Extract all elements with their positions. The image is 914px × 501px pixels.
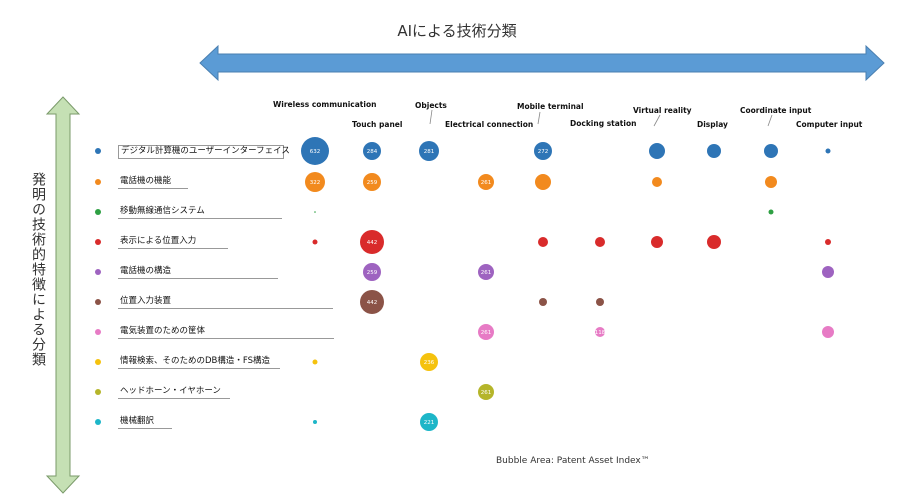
bubble-r6-c5 bbox=[595, 327, 605, 337]
bubble-r4-c9 bbox=[822, 266, 834, 278]
bubble-value-r7-c2: 236 bbox=[424, 360, 435, 366]
row-marker-8 bbox=[95, 389, 101, 395]
bubble-r0-c4 bbox=[534, 142, 552, 160]
bubble-r5-c1 bbox=[360, 290, 384, 314]
bubble-value-r1-c1: 259 bbox=[367, 180, 378, 186]
bubble-r1-c1 bbox=[363, 173, 381, 191]
column-label-2: Objects bbox=[415, 101, 447, 110]
bubble-r6-c9 bbox=[822, 326, 834, 338]
bubble-r1-c4 bbox=[535, 174, 551, 190]
bubble-r1-c6 bbox=[652, 177, 662, 187]
column-label-4: Mobile terminal bbox=[517, 102, 584, 111]
leader-line-0 bbox=[429, 109, 433, 125]
side-axis-title: 発明の技術的特徴による分類 bbox=[30, 172, 46, 367]
bubble-value-r4-c1: 259 bbox=[367, 270, 378, 276]
bubble-r9-c0 bbox=[313, 420, 317, 424]
row-marker-5 bbox=[95, 299, 101, 305]
column-label-3: Electrical connection bbox=[445, 120, 534, 129]
bubble-r3-c6 bbox=[651, 236, 663, 248]
bubble-value-r6-c3: 261 bbox=[481, 330, 492, 336]
row-label-6: 電気装置のための筐体 bbox=[118, 326, 334, 339]
row-marker-1 bbox=[95, 179, 101, 185]
bubble-r0-c8 bbox=[764, 144, 778, 158]
row-label-0: デジタル計算機のユーザーインターフェイス bbox=[118, 145, 290, 159]
row-marker-3 bbox=[95, 239, 101, 245]
bubble-value-r1-c0: 322 bbox=[310, 180, 321, 186]
bubble-r1-c0 bbox=[305, 172, 325, 192]
top-axis-title: AIによる技術分類 bbox=[397, 22, 517, 40]
horizontal-double-arrow bbox=[199, 44, 885, 82]
bubble-value-r0-c1: 284 bbox=[367, 149, 378, 155]
bubble-r0-c2 bbox=[419, 141, 439, 161]
bubble-r4-c3 bbox=[478, 264, 494, 280]
bubble-r0-c7 bbox=[707, 144, 721, 158]
bubble-value-r0-c2: 281 bbox=[424, 149, 435, 155]
bubble-r5-c5 bbox=[596, 298, 604, 306]
leader-line-1 bbox=[537, 111, 541, 125]
bubble-r0-c1 bbox=[363, 142, 381, 160]
bubble-r3-c5 bbox=[595, 237, 605, 247]
row-label-2: 移動無線通信システム bbox=[118, 206, 282, 219]
bubble-value-r1-c3: 261 bbox=[481, 180, 492, 186]
bubble-value-r6-c5: 118 bbox=[595, 330, 606, 336]
bubble-r7-c2 bbox=[420, 353, 438, 371]
row-marker-0 bbox=[95, 148, 101, 154]
column-label-6: Virtual reality bbox=[633, 106, 692, 115]
column-label-7: Display bbox=[697, 120, 728, 129]
bubble-r6-c3 bbox=[478, 324, 494, 340]
row-label-1: 電話機の機能 bbox=[118, 176, 188, 189]
leader-line-3 bbox=[767, 114, 773, 127]
bubble-value-r8-c3: 261 bbox=[481, 390, 492, 396]
bubble-value-r5-c1: 442 bbox=[367, 300, 378, 306]
bubble-r7-c0 bbox=[312, 359, 318, 365]
row-marker-2 bbox=[95, 209, 101, 215]
vertical-double-arrow bbox=[45, 96, 81, 494]
bubble-value-r4-c3: 261 bbox=[481, 270, 492, 276]
row-label-3: 表示による位置入力 bbox=[118, 236, 228, 249]
bubble-r3-c1 bbox=[360, 230, 384, 254]
row-label-4: 電話機の構造 bbox=[118, 266, 278, 279]
bubble-value-r0-c4: 272 bbox=[538, 149, 549, 155]
column-label-8: Coordinate input bbox=[740, 106, 812, 115]
row-label-8: ヘッドホーン・イヤホーン bbox=[118, 386, 230, 399]
bubble-r1-c3 bbox=[478, 174, 494, 190]
row-marker-7 bbox=[95, 359, 101, 365]
bubble-r0-c9 bbox=[825, 148, 831, 154]
column-label-0: Wireless communication bbox=[273, 100, 377, 109]
bubble-r5-c4 bbox=[539, 298, 547, 306]
bubble-r3-c4 bbox=[538, 237, 548, 247]
row-label-7: 情報検索、そのためのDB構造・FS構造 bbox=[118, 356, 280, 369]
bubble-value-r3-c1: 442 bbox=[367, 240, 378, 246]
bubble-area-footnote: Bubble Area: Patent Asset Index™ bbox=[496, 456, 650, 466]
leader-line-2 bbox=[653, 114, 661, 127]
row-marker-6 bbox=[95, 329, 101, 335]
row-marker-4 bbox=[95, 269, 101, 275]
bubble-value-r0-c0: 632 bbox=[310, 149, 321, 155]
bubble-r3-c0 bbox=[312, 239, 318, 245]
bubble-r4-c1 bbox=[363, 263, 381, 281]
bubble-r8-c3 bbox=[478, 384, 494, 400]
bubble-r2-c8 bbox=[768, 209, 774, 215]
bubble-r3-c9 bbox=[825, 239, 831, 245]
bubble-r1-c8 bbox=[765, 176, 777, 188]
bubble-value-r9-c2: 221 bbox=[424, 420, 435, 426]
row-label-5: 位置入力装置 bbox=[118, 296, 333, 309]
bubble-r0-c6 bbox=[649, 143, 665, 159]
bubble-r2-c0 bbox=[314, 211, 316, 213]
bubble-r0-c0 bbox=[301, 137, 329, 165]
row-label-9: 機械翻訳 bbox=[118, 416, 172, 429]
column-label-1: Touch panel bbox=[352, 120, 403, 129]
bubble-r9-c2 bbox=[420, 413, 438, 431]
column-label-9: Computer input bbox=[796, 120, 863, 129]
row-marker-9 bbox=[95, 419, 101, 425]
bubble-r3-c7 bbox=[707, 235, 721, 249]
column-label-5: Docking station bbox=[570, 119, 637, 128]
